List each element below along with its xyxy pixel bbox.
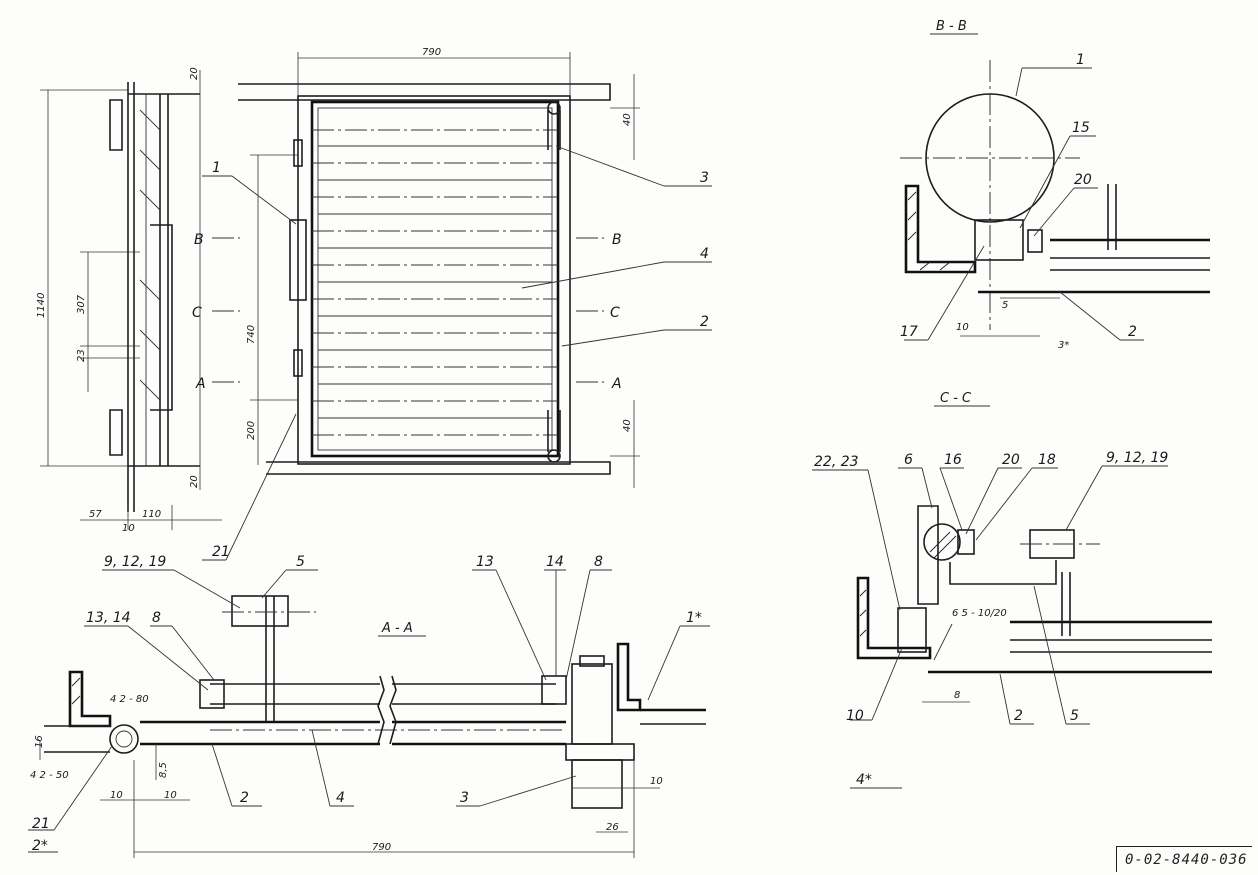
section-cc: C - C (812, 391, 1212, 789)
cut-mark-c-right: C (610, 305, 620, 321)
front-dim-740: 740 (246, 325, 257, 344)
bb-callout-17: 17 (900, 324, 918, 340)
front-callout-3: 3 (700, 170, 709, 186)
cut-mark-a-left: A (195, 376, 206, 392)
dim-1140: 1140 (36, 293, 47, 318)
cut-mark-b-right: B (612, 232, 622, 248)
aa-callout-8-left: 8 (152, 610, 161, 626)
aa-dim-10a: 10 (110, 790, 123, 801)
aa-callout-9-12-19: 9, 12, 19 (104, 554, 166, 570)
side-view: 20 20 1140 307 23 57 10 110 (36, 67, 222, 534)
dim-57: 57 (89, 509, 102, 520)
section-aa-title: A - A (381, 621, 413, 636)
cc-callout-6: 6 (904, 452, 913, 468)
document-code: 0-02-8440-036 (1116, 846, 1252, 872)
bb-note-3: 3* (1058, 340, 1069, 351)
cut-mark-a-right: A (611, 376, 622, 392)
cc-note-4: 4* (856, 772, 872, 788)
front-callout-1: 1 (212, 160, 221, 176)
dim-307: 307 (76, 294, 87, 314)
dim-10: 10 (122, 523, 135, 534)
section-bb: B - B 1 15 20 17 2 5 1 (900, 19, 1210, 351)
aa-weld-50: 4 2 - 50 (30, 770, 69, 781)
aa-callout-13-14: 13, 14 (86, 610, 131, 626)
aa-note-21: 21 (32, 816, 50, 832)
aa-callout-8-right: 8 (594, 554, 603, 570)
dim-110: 110 (142, 509, 161, 520)
front-callout-21: 21 (212, 544, 230, 560)
cc-callout-2: 2 (1014, 708, 1023, 724)
cc-callout-9-12-19: 9, 12, 19 (1106, 450, 1168, 466)
aa-weld-80: 4 2 - 80 (110, 694, 149, 705)
cut-mark-b-left: B (194, 232, 204, 248)
front-callout-2: 2 (700, 314, 709, 330)
section-cc-title: C - C (940, 391, 972, 406)
aa-callout-1-star: 1* (686, 610, 702, 626)
cc-callout-16: 16 (944, 452, 962, 468)
aa-dim-10c: 10 (650, 776, 663, 787)
cc-callout-10: 10 (846, 708, 864, 724)
front-callout-4: 4 (700, 246, 709, 262)
aa-callout-3: 3 (460, 790, 469, 806)
aa-dim-10b: 10 (164, 790, 177, 801)
front-dim-40-top: 40 (622, 113, 633, 126)
aa-callout-13: 13 (476, 554, 494, 570)
bb-callout-20: 20 (1074, 172, 1092, 188)
aa-note-2-star: 2* (32, 838, 48, 854)
cut-mark-c-left: C (192, 305, 202, 321)
dim-20-top: 20 (189, 67, 200, 80)
cc-callout-20: 20 (1002, 452, 1020, 468)
bb-callout-2: 2 (1128, 324, 1137, 340)
front-dim-200: 200 (246, 421, 257, 440)
front-width-790: 790 (422, 47, 441, 58)
bb-callout-1: 1 (1076, 52, 1085, 68)
cc-callout-22-23: 22, 23 (814, 454, 859, 470)
cc-weld-note: 6 5 - 10/20 (952, 608, 1007, 619)
aa-callout-4: 4 (336, 790, 345, 806)
cc-callout-18: 18 (1038, 452, 1056, 468)
section-aa: A - A (28, 554, 710, 858)
dim-23: 23 (76, 349, 87, 362)
bb-callout-15: 15 (1072, 120, 1090, 136)
aa-dim-26: 26 (606, 822, 619, 833)
cc-dim-8: 8 (954, 690, 960, 701)
dim-20-bottom: 20 (189, 475, 200, 488)
front-dim-40-bottom: 40 (622, 419, 633, 432)
aa-callout-14: 14 (546, 554, 564, 570)
aa-dim-16: 16 (34, 735, 45, 748)
aa-dim-790: 790 (372, 842, 391, 853)
bb-dim-10: 10 (956, 322, 969, 333)
front-view: 790 40 40 740 200 B C A B C A 1 3 4 2 21 (192, 47, 712, 561)
section-bb-title: B - B (936, 19, 967, 34)
cc-callout-5: 5 (1070, 708, 1079, 724)
aa-dim-8-5: 8,5 (158, 762, 169, 778)
aa-callout-2: 2 (240, 790, 249, 806)
bb-dim-5: 5 (1002, 300, 1008, 311)
aa-callout-5: 5 (296, 554, 305, 570)
